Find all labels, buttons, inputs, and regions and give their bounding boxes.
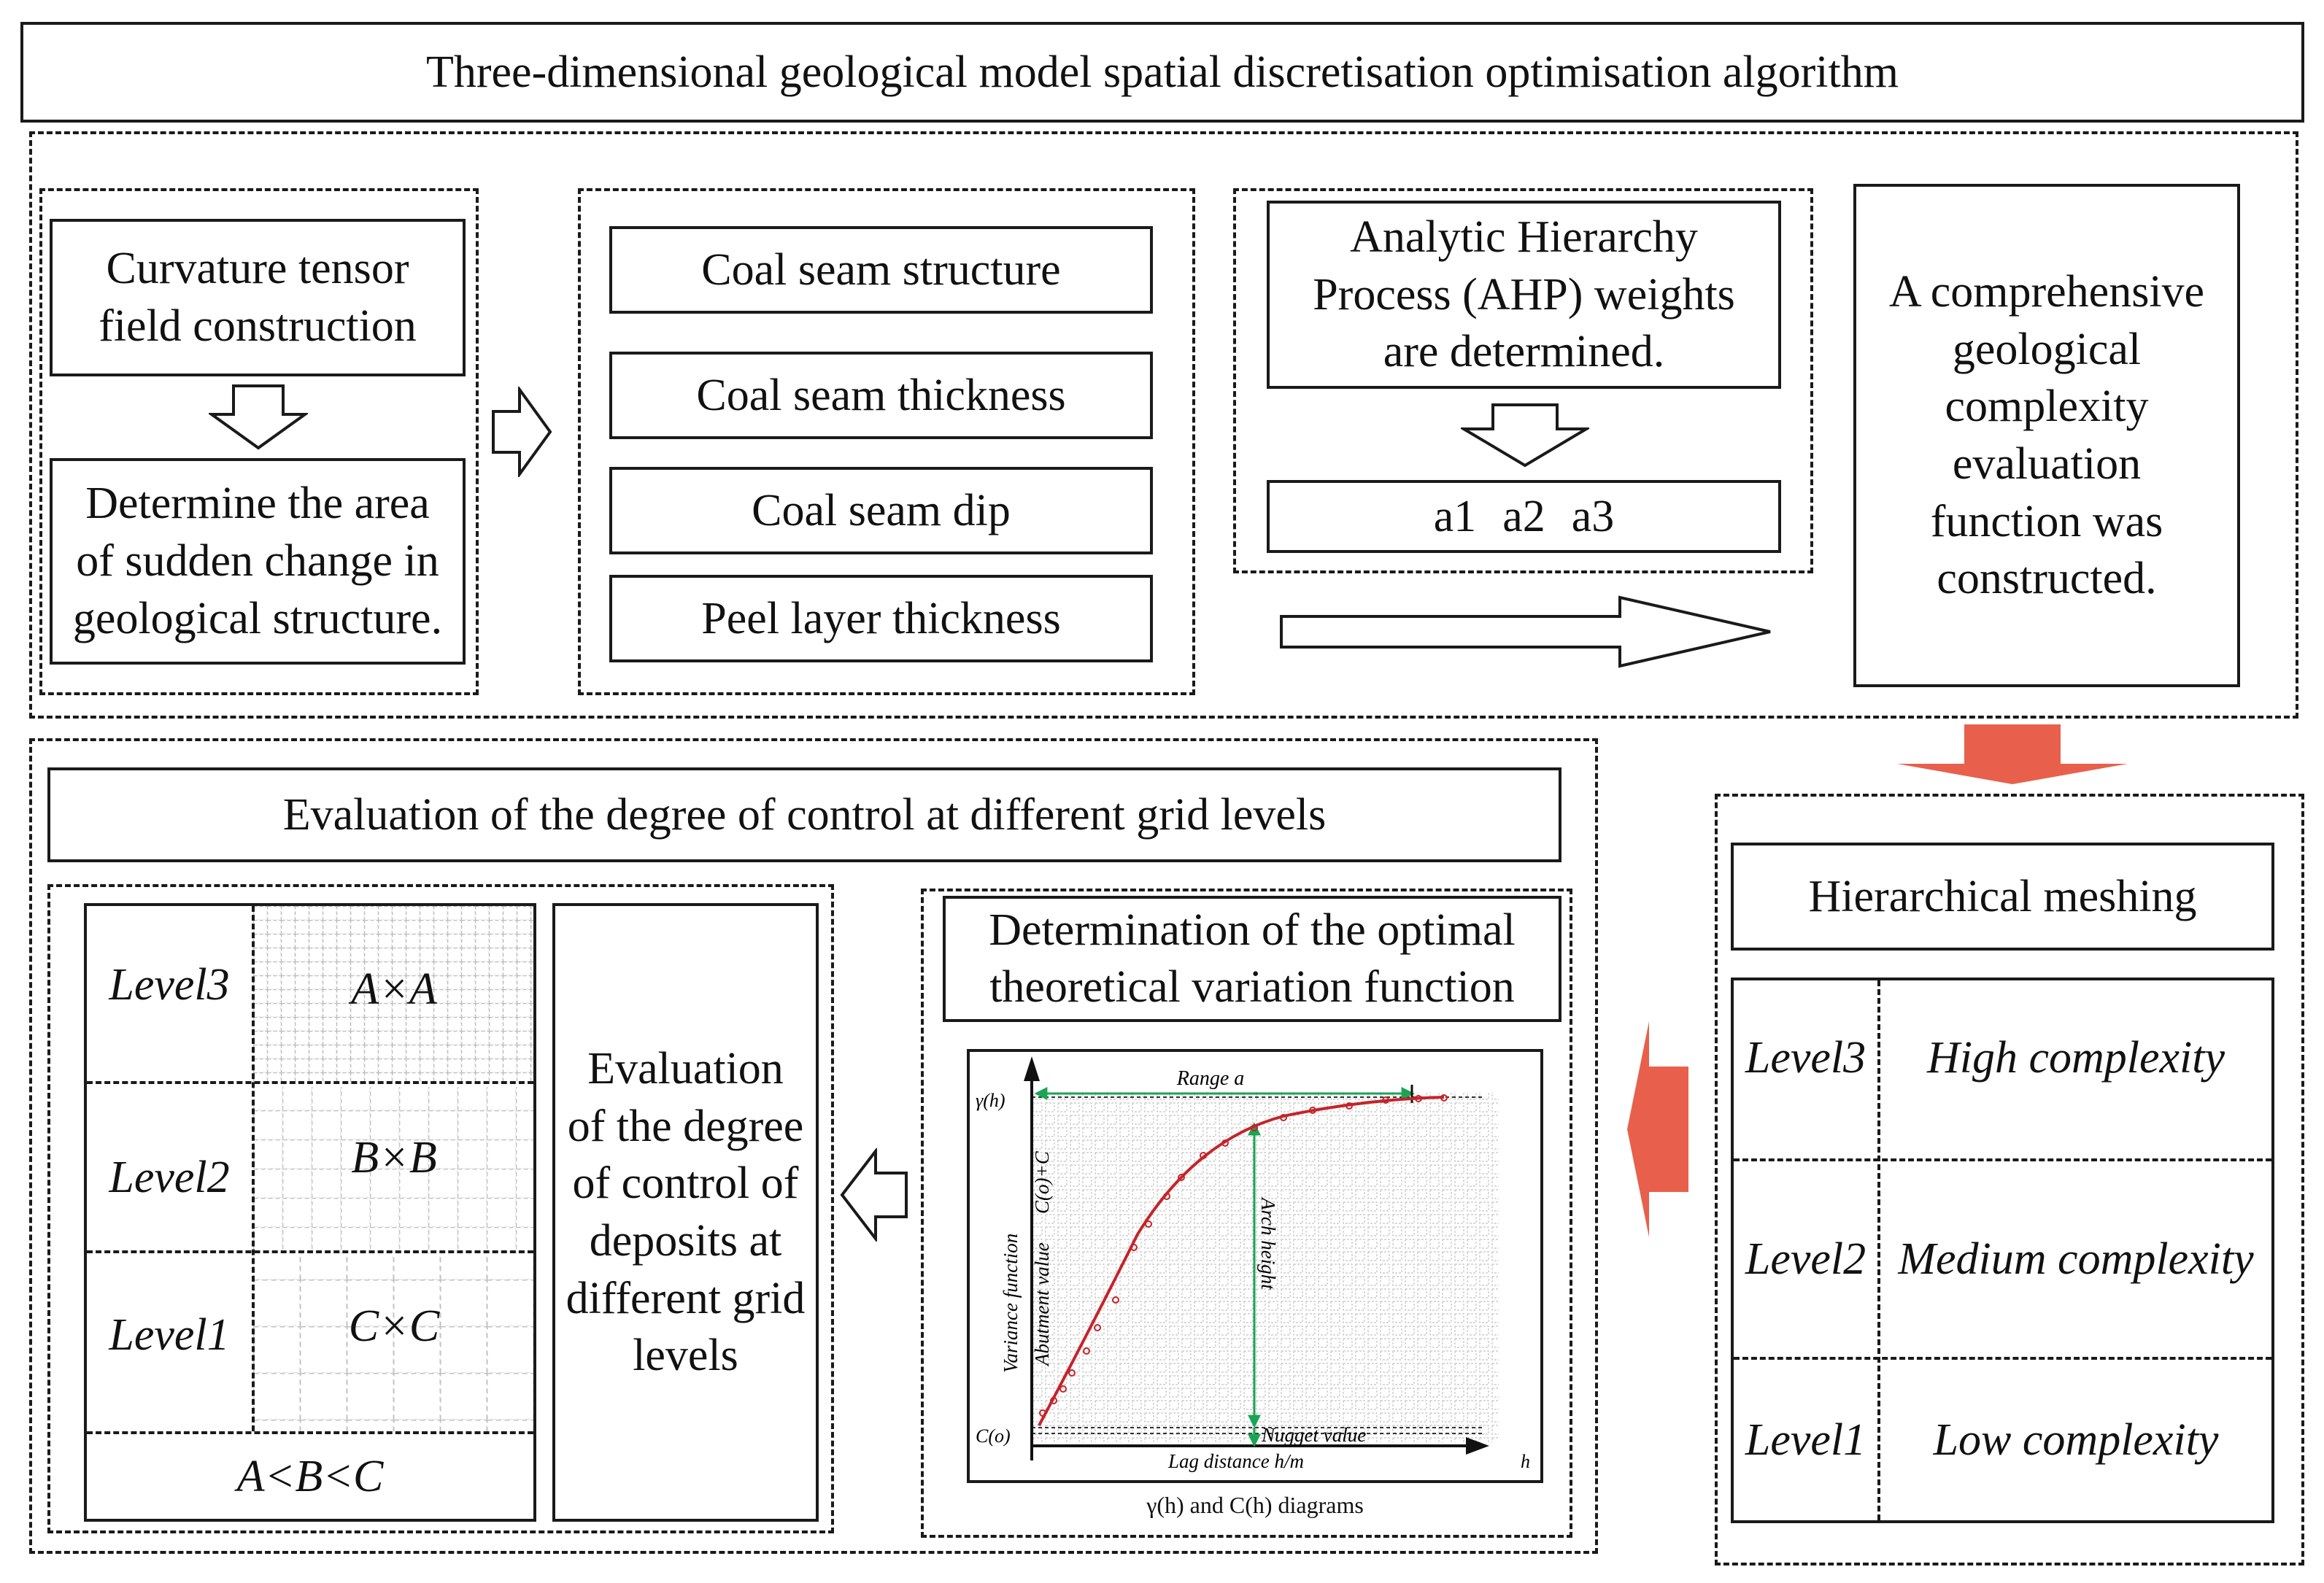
meshing-row-medium: Medium complexity (1898, 1234, 2254, 1284)
ahp-box: Analytic Hierarchy Process (AHP) weights… (1267, 201, 1781, 389)
grid-divider-3 (87, 1431, 533, 1434)
meshing-title-box: Hierarchical meshing (1731, 843, 2274, 951)
variation-group (921, 889, 1572, 1538)
deposits-evaluation-box: Evaluation of the degree of control of d… (552, 903, 819, 1522)
label-arch: Arch height (1257, 1196, 1279, 1290)
weights-box: a1 a2 a3 (1267, 480, 1781, 553)
weight-a1: a1 (1433, 491, 1477, 541)
factor-coal-seam-structure: Coal seam structure (609, 226, 1153, 314)
grid-divider-vertical (252, 906, 255, 1431)
label-c0: C(o) (976, 1425, 1011, 1447)
evaluation-function-box: A comprehensive geological complexity ev… (1853, 184, 2240, 687)
variogram-caption: γ(h) and C(h) diagrams (1146, 1491, 1364, 1518)
grid-level2-size: B×B (351, 1132, 437, 1183)
grid-divider-1 (87, 1081, 533, 1084)
meshing-row-level3: Level3 (1745, 1032, 1866, 1083)
meshing-row-level2: Level2 (1745, 1234, 1866, 1284)
meshing-row-level1: Level1 (1745, 1414, 1866, 1465)
variogram-chart: Range a γ(h) C(o) Variance function Abut… (976, 1056, 1530, 1472)
meshing-group (1715, 794, 2304, 1565)
ahp-group (1233, 188, 1813, 573)
curvature-group (39, 188, 479, 695)
grid-levels-group (47, 884, 834, 1533)
variogram-points (1039, 1094, 1448, 1417)
factor-coal-seam-thickness: Coal seam thickness (609, 352, 1153, 439)
down-arrow-2 (1461, 403, 1589, 468)
meshing-divider-vertical (1877, 980, 1880, 1520)
grid-level1-label: Level1 (109, 1309, 230, 1360)
left-arrow (840, 1148, 908, 1242)
grid-level3-size: A×A (351, 964, 437, 1014)
label-range: Range a (1176, 1067, 1245, 1090)
grid-level1-size: C×C (348, 1301, 440, 1351)
label-sill: C(o)+C (1031, 1150, 1053, 1214)
label-abutment: Abutment value (1031, 1242, 1053, 1367)
factors-group (578, 188, 1195, 695)
meshing-divider-2 (1734, 1357, 2271, 1360)
weight-a3: a3 (1571, 491, 1615, 541)
factor-peel-layer-thickness: Peel layer thickness (609, 575, 1153, 662)
meshing-table (1731, 978, 2274, 1523)
meshing-divider-1 (1734, 1158, 2271, 1161)
variation-title-box: Determination of the optimal theoretical… (943, 896, 1561, 1022)
weight-a2: a2 (1502, 491, 1545, 541)
grid-inequality: A<B<C (236, 1451, 384, 1501)
meshing-row-high: High complexity (1926, 1032, 2225, 1083)
title-text: Three-dimensional geological model spati… (426, 47, 1899, 97)
upper-region (29, 131, 2298, 719)
grid-level2-label: Level2 (109, 1152, 230, 1202)
variogram-curve (1038, 1096, 1445, 1426)
label-gamma: γ(h) (976, 1090, 1005, 1111)
label-variance: Variance function (1000, 1234, 1022, 1373)
title-box: Three-dimensional geological model spati… (20, 22, 2304, 123)
right-arrow-long (1280, 595, 1771, 668)
sudden-change-box: Determine the area of sudden change in g… (50, 458, 466, 665)
evaluation-title-box: Evaluation of the degree of control at d… (47, 767, 1561, 862)
label-h: h (1521, 1451, 1530, 1472)
label-nugget: Nugget value (1261, 1424, 1366, 1446)
right-arrow-1 (492, 387, 552, 477)
red-left-arrow (1627, 1021, 1688, 1237)
grid-levels-table (84, 903, 536, 1522)
variogram-grid (1032, 1092, 1499, 1442)
grid-level3-label: Level3 (109, 959, 230, 1010)
label-lag: Lag distance h/m (1167, 1450, 1304, 1472)
curvature-field-box: Curvature tensor field construction (50, 219, 466, 376)
down-arrow-1 (209, 384, 308, 450)
evaluation-region (29, 738, 1598, 1554)
meshing-row-low: Low complexity (1933, 1414, 2219, 1465)
factor-coal-seam-dip: Coal seam dip (609, 467, 1153, 554)
red-down-arrow (1897, 724, 2128, 784)
grid-divider-2 (87, 1250, 533, 1253)
grid-pattern (253, 906, 533, 1434)
